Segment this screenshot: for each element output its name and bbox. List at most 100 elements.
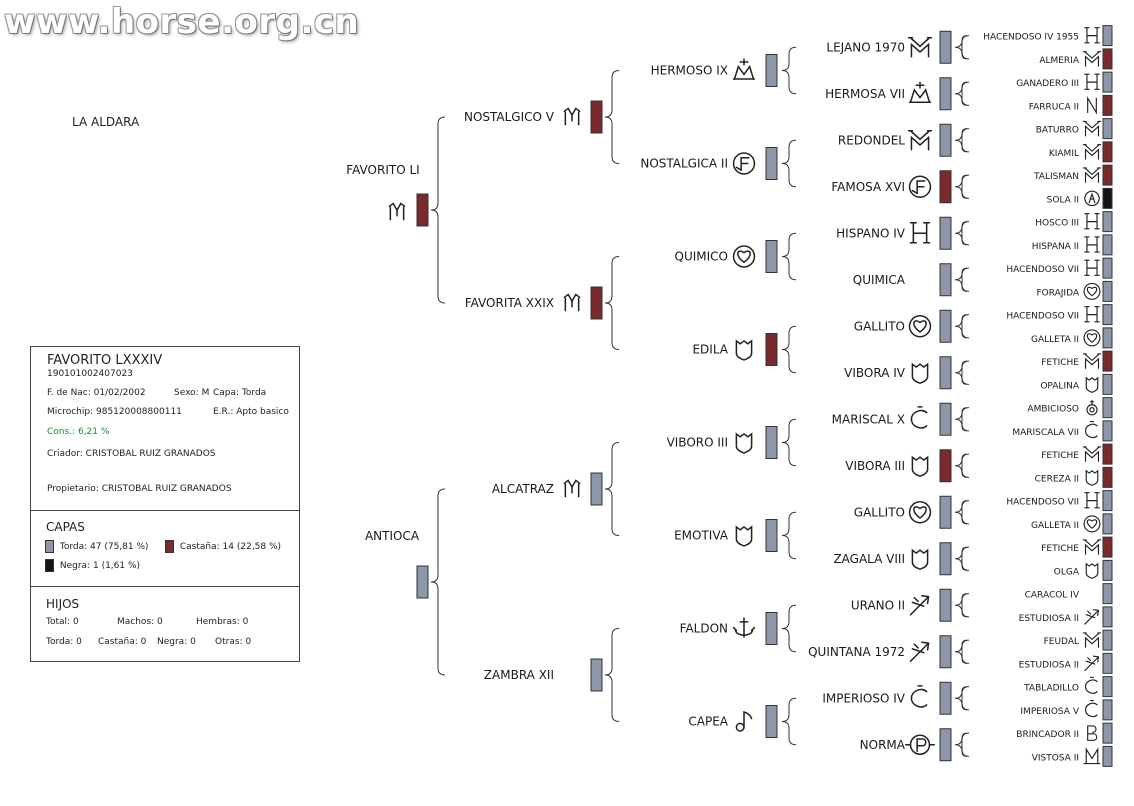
pedigree-bracket xyxy=(604,442,620,536)
coat-swatch-redondel xyxy=(939,123,952,157)
pedigree-bracket xyxy=(781,232,797,281)
horse-name-hispana-ii: HISPANA II xyxy=(1032,242,1079,252)
crown-brand-icon xyxy=(732,58,756,80)
owner-value: CRISTOBAL RUIZ GRANADOS xyxy=(101,484,232,494)
hijos-castana-value: 0 xyxy=(140,637,147,647)
pedigree-bracket xyxy=(781,139,797,188)
er-field: E.R.: Apto basico xyxy=(213,407,289,417)
coat-swatch-brincador-ii xyxy=(1102,722,1113,744)
pedigree-bracket xyxy=(961,174,968,199)
pedigree-bracket xyxy=(781,511,797,560)
coat-swatch-gallito xyxy=(939,495,952,529)
coat-swatch-talisman xyxy=(1102,164,1113,186)
horse-name-galleta-ii: GALLETA II xyxy=(1031,335,1079,345)
f-brand-icon xyxy=(732,152,756,175)
hijos-total-value: 0 xyxy=(72,617,79,627)
crown-brand-icon xyxy=(908,81,932,104)
coat-swatch-mariscal-x xyxy=(939,402,952,436)
horse-name-fetiche: FETICHE xyxy=(1041,358,1079,368)
pedigree-bracket xyxy=(430,488,446,676)
h-brand-icon xyxy=(1084,306,1100,323)
horse-name-imperiosa-v: IMPERIOSA V xyxy=(1020,707,1079,717)
breeder-header: LA ALDARA xyxy=(72,115,140,129)
horse-name-hermosa-vii: HERMOSA VII xyxy=(825,87,905,101)
coat-swatch-farruca-ii xyxy=(1102,94,1113,116)
coat-swatch-favorita-xxix xyxy=(590,286,603,320)
horse-name-baturro: BATURRO xyxy=(1036,126,1079,136)
owner-label: Propietario: xyxy=(47,484,99,494)
horse-name-quintana-1972: QUINTANA 1972 xyxy=(808,645,905,659)
pedigree-bracket xyxy=(961,81,968,106)
coat-swatch-capea xyxy=(765,705,778,738)
horse-name-faldon: FALDON xyxy=(680,622,728,636)
breeder-value: CRISTOBAL RUIZ GRANADOS xyxy=(85,449,216,459)
mb-brand-icon xyxy=(388,202,406,221)
coat-swatch-sola-ii xyxy=(1102,187,1113,209)
coat-swatch-famosa-xvi xyxy=(939,170,952,204)
horse-name-brincador-ii: BRINCADOR II xyxy=(1016,730,1079,740)
coat-swatch-hosco-iii xyxy=(1102,211,1113,233)
coat-swatch-antioca xyxy=(416,565,429,599)
heart-brand-icon xyxy=(908,315,932,338)
horse-name-vistosa-ii: VISTOSA II xyxy=(1032,753,1079,763)
ym-brand-icon xyxy=(907,129,933,151)
capa-negra-value: 1 (1,61 %) xyxy=(92,561,141,571)
birth-date-label: F. de Nac: xyxy=(47,388,91,398)
horse-name-hacendoso-iv-1955: HACENDOSO IV 1955 xyxy=(983,33,1079,43)
horse-name-quimico: QUIMICO xyxy=(675,250,728,264)
capa-negra: Negra: 1 (1,61 %) xyxy=(45,559,140,572)
mb-brand-icon xyxy=(563,107,581,126)
horse-name-nostalgico-v: NOSTALGICO V xyxy=(464,110,555,124)
coat-swatch-hacendoso-iv-1955 xyxy=(1102,25,1113,47)
coat-swatch-fetiche xyxy=(1102,536,1113,558)
h-brand-icon xyxy=(1084,259,1100,276)
horse-name-vibora-iv: VIBORA IV xyxy=(844,366,906,380)
coat-swatch-lejano-1970 xyxy=(939,30,952,64)
hijos-otras-value: 0 xyxy=(245,637,252,647)
coat-swatch-favorito-li xyxy=(416,193,429,227)
shield-brand-icon xyxy=(735,525,753,547)
coat-swatch-hacendoso-vii xyxy=(1102,490,1113,512)
coat-swatch-galleta-ii xyxy=(1102,327,1113,349)
horse-name-imperioso-iv: IMPERIOSO IV xyxy=(822,691,905,705)
consanguinity-field: Cons.: 6,21 % xyxy=(47,427,109,437)
pedigree-bracket xyxy=(430,116,446,304)
coat-swatch-quimica xyxy=(939,263,952,297)
coat-swatch-baturro xyxy=(1102,118,1113,140)
horse-name-hacendoso-vii: HACENDOSO VII xyxy=(1006,312,1079,322)
coat-swatch-gallito xyxy=(939,309,952,343)
shield-brand-icon xyxy=(911,362,929,385)
horse-name-farruca-ii: FARRUCA II xyxy=(1029,102,1079,112)
capa-castana-value: 14 (22,58 %) xyxy=(222,542,282,552)
pedigree-bracket xyxy=(961,35,968,60)
capa-torda-label: Torda: xyxy=(59,542,88,552)
heart-brand-icon xyxy=(732,245,756,268)
h-brand-icon xyxy=(1084,492,1100,509)
hijos-negra: Negra: 0 xyxy=(157,637,196,647)
horse-name-quimica: QUIMICA xyxy=(853,273,906,287)
pedigree-bracket xyxy=(781,46,797,95)
microchip-value: 985120008800111 xyxy=(96,407,182,417)
coat-swatch-estudiosa-ii xyxy=(1102,652,1113,674)
h-brand-icon xyxy=(1084,213,1100,230)
coat-swatch-fetiche xyxy=(1102,350,1113,372)
pedigree-bracket xyxy=(961,639,968,664)
horse-name-opalina: OPALINA xyxy=(1040,381,1079,391)
heart-brand-icon xyxy=(1083,282,1101,300)
ym-brand-icon xyxy=(1082,167,1102,183)
capa-torda-value: 47 (75,81 %) xyxy=(90,542,149,552)
horse-name-gallito: GALLITO xyxy=(854,319,905,333)
b-brand-icon xyxy=(1087,725,1098,741)
capa-castana-label: Castaña: xyxy=(179,542,220,552)
p-brand-icon xyxy=(904,734,936,756)
pedigree-bracket xyxy=(961,407,968,432)
owner-field: Propietario: CRISTOBAL RUIZ GRANADOS xyxy=(47,484,232,494)
breeder-field: Criador: CRISTOBAL RUIZ GRANADOS xyxy=(47,449,216,459)
arrow-brand-icon xyxy=(909,641,930,663)
birth-date-value: 01/02/2002 xyxy=(93,388,146,398)
c-brand-icon xyxy=(1084,676,1098,694)
hijos-negra-value: 0 xyxy=(190,637,196,647)
horse-name-feudal: FEUDAL xyxy=(1044,637,1079,647)
coat-swatch-olga xyxy=(1102,559,1113,581)
horse-name-alcatraz: ALCATRAZ xyxy=(492,482,554,496)
